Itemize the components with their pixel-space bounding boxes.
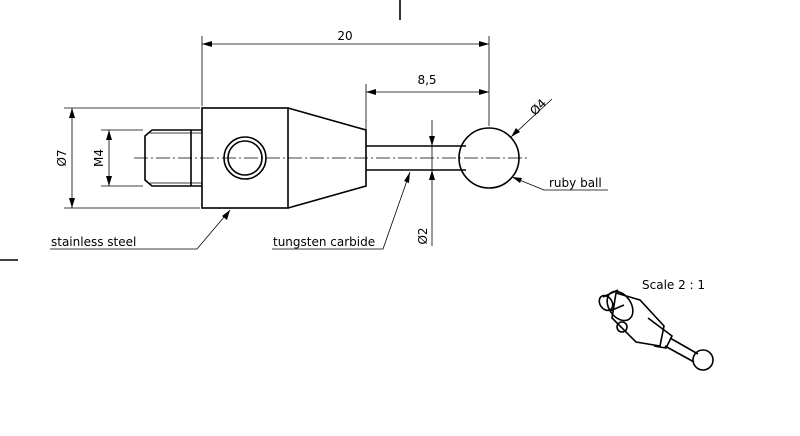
dimension-stem-diameter: Ø2 [416, 120, 435, 246]
dimension-overall: 20 [201, 29, 490, 126]
body-diameter-label: Ø7 [55, 149, 69, 166]
dimension-body-diameter: Ø7 [55, 107, 200, 209]
ruby-ball-label: ruby ball [549, 176, 602, 190]
thread-label: M4 [92, 149, 106, 167]
stem [366, 145, 466, 171]
stem-length-label: 8,5 [417, 73, 436, 87]
ball-diameter-label: Ø4 [527, 96, 549, 118]
isometric-view: Scale 2 : 1 [598, 278, 714, 371]
dimension-ball-diameter: Ø4 [510, 96, 553, 138]
stylus-part [134, 107, 528, 209]
overall-length-label: 20 [337, 29, 352, 43]
leader-stainless-steel: stainless steel [50, 209, 231, 250]
dimension-thread: M4 [92, 129, 143, 187]
scale-label: Scale 2 : 1 [642, 278, 705, 292]
stem-diameter-label: Ø2 [416, 227, 430, 244]
tungsten-carbide-label: tungsten carbide [273, 235, 375, 249]
leader-tungsten-carbide: tungsten carbide [272, 171, 411, 250]
dimension-stem: 8,5 [365, 73, 489, 144]
leader-ruby-ball: ruby ball [511, 176, 608, 191]
stainless-steel-label: stainless steel [51, 235, 136, 249]
